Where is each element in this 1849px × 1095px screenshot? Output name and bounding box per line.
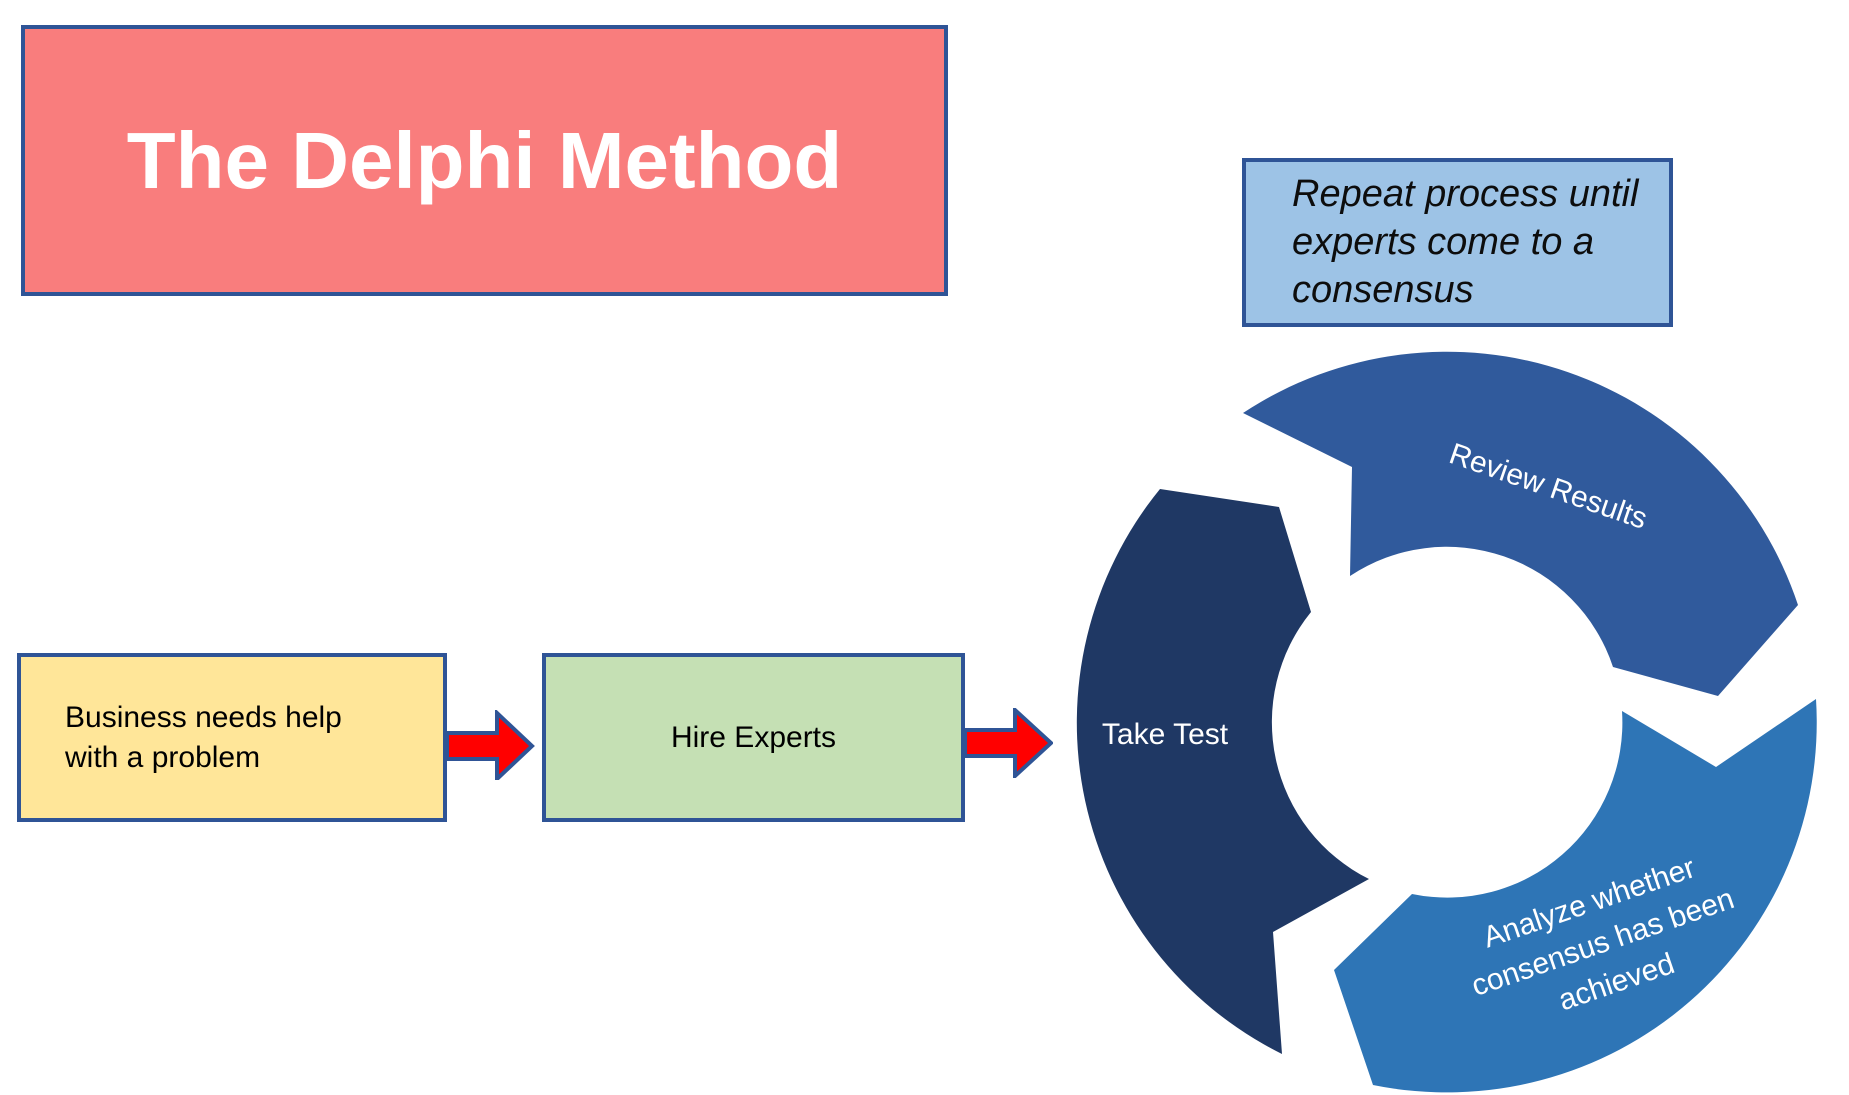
- right-arrow-icon: [445, 710, 535, 780]
- cycle-segment-take-test: [1076, 489, 1369, 1054]
- cycle-label-take-test: Take Test: [1101, 718, 1229, 751]
- right-arrow-shape: [445, 710, 535, 780]
- title-box: The Delphi Method: [21, 25, 948, 296]
- step-hire-label: Hire Experts: [670, 720, 837, 754]
- step-hire-box: Hire Experts: [542, 653, 965, 822]
- right-arrow-shape: [963, 708, 1053, 778]
- repeat-note-box: Repeat process until experts come to a c…: [1242, 158, 1673, 327]
- right-arrow-icon: [963, 708, 1053, 778]
- cycle-segment-review-results: [1243, 351, 1798, 696]
- repeat-note-text: Repeat process until experts come to a c…: [1292, 173, 1639, 311]
- step-business-label: Business needs help with a problem: [65, 700, 342, 774]
- cycle-segment-analyze: [1334, 699, 1817, 1093]
- page-title: The Delphi Method: [126, 115, 843, 205]
